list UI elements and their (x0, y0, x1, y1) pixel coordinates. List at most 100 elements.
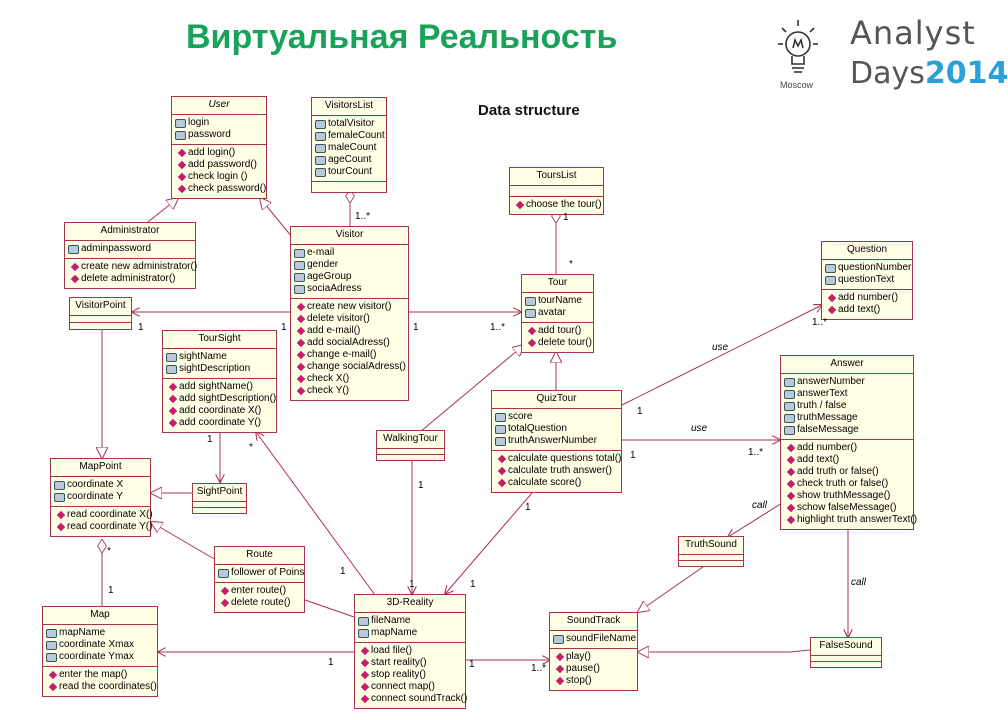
attribute-text: answerText (797, 388, 848, 399)
class-operation: read coordinate X() (54, 509, 153, 521)
multiplicity: 1..* (355, 211, 371, 222)
operation-text: read coordinate Y() (67, 521, 153, 532)
class-operation: delete tour() (525, 337, 592, 349)
edge-visitor-user (260, 198, 293, 238)
attribute-icon (294, 272, 305, 282)
class-truthsound[interactable]: TruthSound (678, 536, 744, 567)
operation-icon (48, 670, 58, 680)
multiplicity: 1 (138, 322, 144, 333)
operation-icon (296, 374, 306, 384)
multiplicity: 1 (630, 450, 636, 461)
class-operation: enter route() (218, 585, 301, 597)
operation-text: check X() (307, 373, 350, 384)
attribute-icon (166, 352, 177, 362)
operation-icon (177, 172, 187, 182)
operation-text: read the coordinates() (59, 681, 157, 692)
class-operation: connect soundTrack() (358, 693, 467, 705)
class-operation: delete visitor() (294, 313, 405, 325)
multiplicity: 1 (637, 406, 643, 417)
class-operations: add number()add text()add truth or false… (781, 440, 917, 529)
attribute-icon (784, 413, 795, 423)
class-attribute: falseMessage (784, 424, 910, 436)
relation-label-call: call (851, 577, 867, 588)
class-operation: play() (553, 651, 634, 663)
class-operation: create new administrator() (68, 261, 197, 273)
operation-icon (296, 350, 306, 360)
operation-text: delete visitor() (307, 313, 370, 324)
multiplicity: 1 (470, 579, 476, 590)
class-operations (811, 662, 881, 667)
class-operations: create new visitor()delete visitor()add … (291, 299, 408, 400)
class-operation: start reality() (358, 657, 462, 669)
class-attributes (377, 449, 444, 455)
class-attribute: login (175, 117, 263, 129)
class-visitorpoint[interactable]: VisitorPoint (69, 297, 132, 330)
operation-icon (555, 664, 565, 674)
class-soundtrack[interactable]: SoundTrack soundFileName play()pause()st… (549, 612, 638, 691)
class-operation: add e-mail() (294, 325, 405, 337)
class-name: 3D-Reality (355, 595, 465, 613)
operation-icon (786, 467, 796, 477)
operation-icon (177, 148, 187, 158)
operation-text: load file() (371, 645, 413, 656)
attribute-icon (46, 628, 57, 638)
multiplicity: * (569, 259, 573, 270)
attribute-icon (68, 244, 79, 254)
class-operation: add truth or false() (784, 466, 910, 478)
multiplicity: 1 (340, 566, 346, 577)
attribute-text: adminpassword (81, 243, 152, 254)
class-attribute: coordinate Ymax (46, 651, 154, 663)
class-route[interactable]: Route follower of Poins enter route()del… (214, 546, 305, 613)
class-operations: add number()add text() (822, 290, 912, 319)
class-attribute: tourCount (315, 166, 383, 178)
class-falsesound[interactable]: FalseSound (810, 637, 882, 668)
operation-text: add text() (838, 304, 881, 315)
class-operations (70, 323, 131, 329)
logo-city: Moscow (780, 80, 814, 90)
operation-icon (360, 682, 370, 692)
class-attribute: e-mail (294, 247, 405, 259)
operation-icon (360, 670, 370, 680)
attribute-icon (825, 263, 836, 273)
class-attribute: tourName (525, 295, 590, 307)
operation-text: enter the map() (59, 669, 128, 680)
attribute-text: avatar (538, 307, 566, 318)
attribute-text: score (508, 411, 533, 422)
class-operation: calculate score() (495, 477, 618, 489)
multiplicity: 1..* (531, 663, 547, 674)
class-administrator[interactable]: Administrator adminpassword create new a… (64, 222, 197, 289)
attribute-text: soundFileName (566, 633, 637, 644)
class-name: SightPoint (193, 484, 246, 502)
class-sightpoint[interactable]: SightPoint (192, 483, 247, 514)
operation-text: add coordinate X() (179, 405, 262, 416)
class-name: VisitorsList (312, 98, 386, 116)
attribute-icon (553, 634, 564, 644)
class-walkingtour[interactable]: WalkingTour (376, 430, 445, 461)
class-attribute: avatar (525, 307, 590, 319)
operation-icon (786, 455, 796, 465)
attribute-text: sightDescription (179, 363, 251, 374)
class-operation: add text() (825, 304, 909, 316)
operation-icon (168, 418, 178, 428)
attribute-text: tourName (538, 295, 582, 306)
attribute-icon (315, 167, 326, 177)
multiplicity: 1 (413, 322, 419, 333)
class-tourslist[interactable]: ToursList choose the tour() (509, 167, 604, 215)
class-attribute: answerNumber (784, 376, 910, 388)
class-operation: read coordinate Y() (54, 521, 152, 533)
attribute-text: falseMessage (797, 424, 859, 435)
page-title: Виртуальная Реальность (186, 18, 618, 56)
operation-icon (497, 466, 507, 476)
